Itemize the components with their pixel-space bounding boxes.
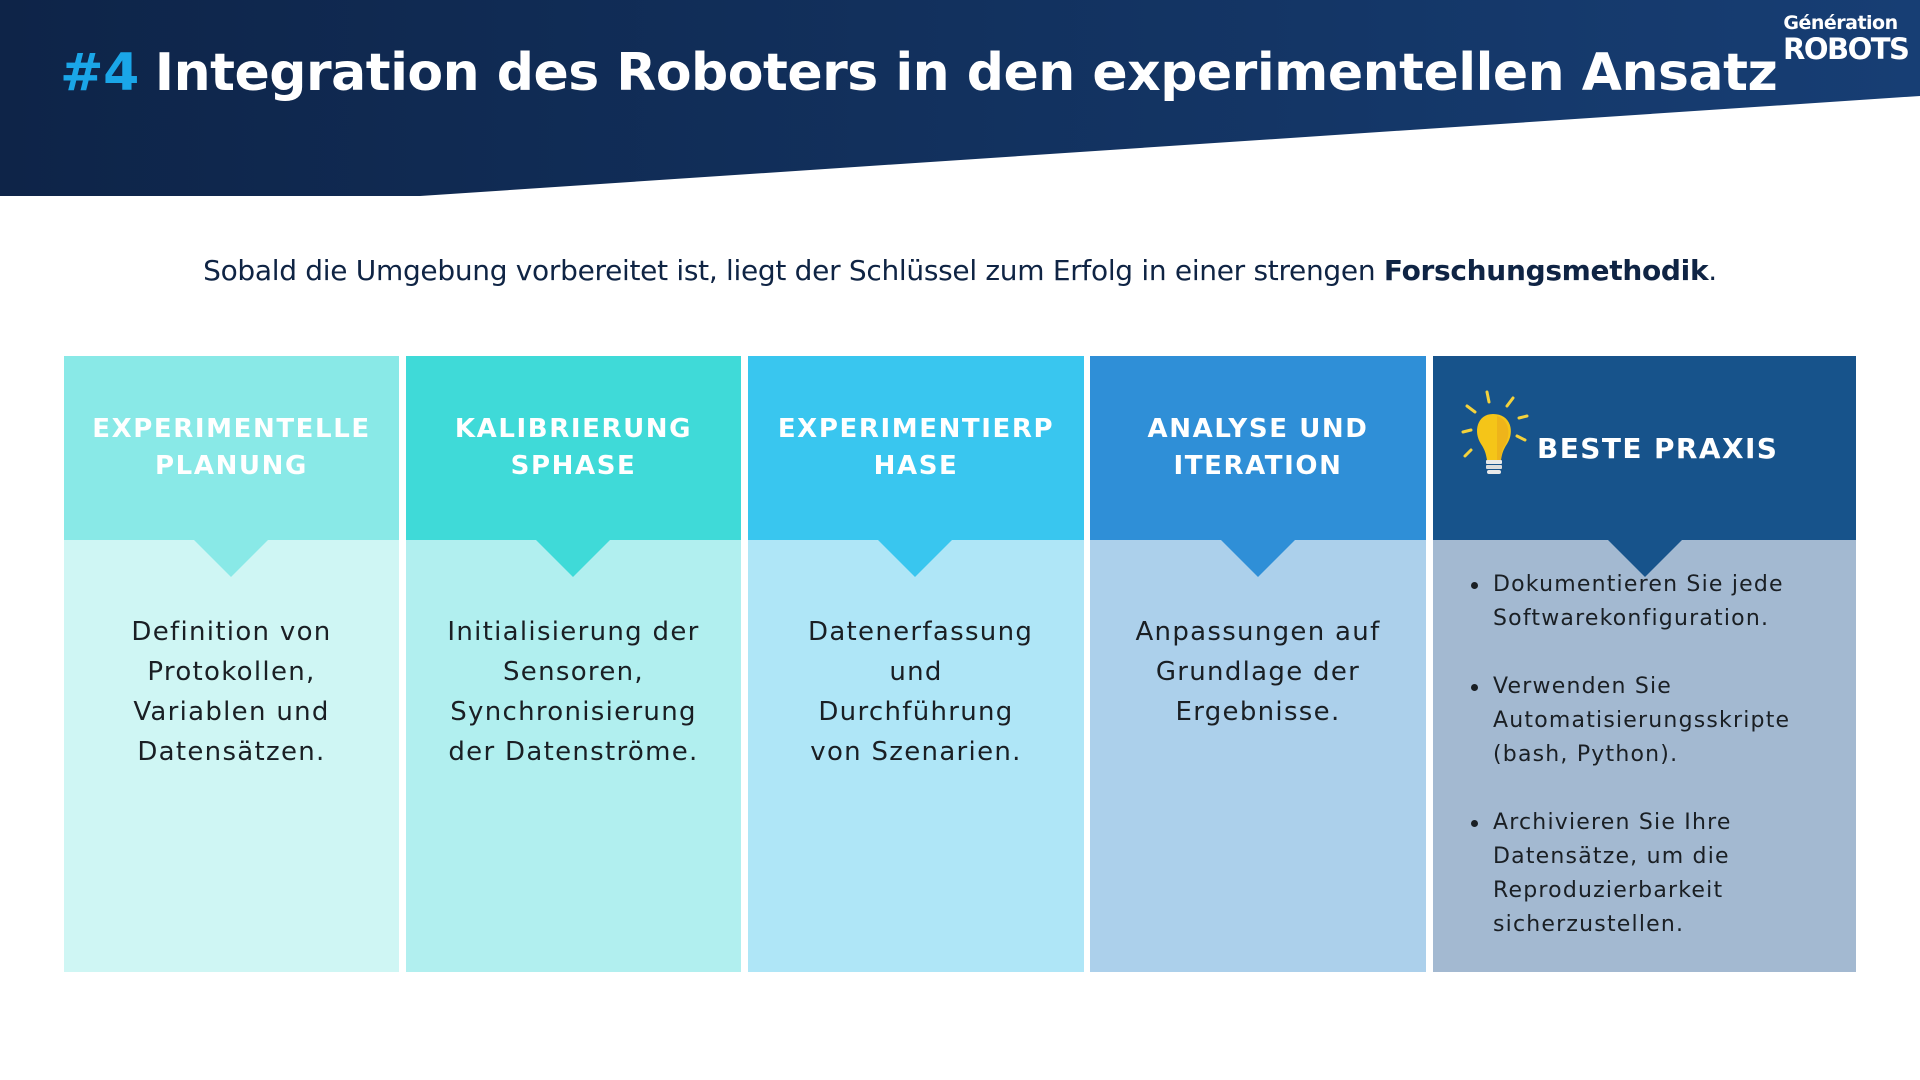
list-item-text: Dokumentieren Sie jede Softwarekonfigura…	[1493, 572, 1784, 631]
column-body	[748, 540, 1084, 972]
logo-line1: Génération	[1783, 12, 1898, 34]
list-item: Archivieren Sie Ihre Datensätze, um die …	[1467, 806, 1837, 942]
column-body	[64, 540, 399, 972]
column-body	[406, 540, 741, 972]
column-description: Definition von Protokollen, Variablen un…	[131, 617, 332, 767]
column-description: Initialisierung der Sensoren, Synchronis…	[447, 617, 700, 767]
column-best-practice: BESTE PRAXIS Dokumentieren Sie jede Soft…	[1433, 356, 1856, 972]
list-item-text: Archivieren Sie Ihre Datensätze, um die …	[1493, 810, 1732, 937]
generation-robots-logo: Génération ROBOTS	[1783, 12, 1910, 66]
title-text: Integration des Roboters in den experime…	[154, 43, 1778, 103]
bullet-icon	[1471, 684, 1478, 691]
column-description: Anpassungen auf Grundlage der Ergebnisse…	[1135, 617, 1381, 727]
column-description: Datenerfassung und Durchführung von Szen…	[808, 617, 1034, 767]
bullet-icon	[1471, 820, 1478, 827]
column-analysis-iteration: ANALYSE UND ITERATION Anpassungen auf Gr…	[1090, 356, 1426, 972]
logo-line2: ROBOTS	[1783, 32, 1910, 66]
column-body	[1090, 540, 1426, 972]
pointer-arrow-icon	[1608, 540, 1682, 577]
list-item: Verwenden Sie Automatisierungsskripte (b…	[1467, 670, 1837, 772]
column-body	[1433, 540, 1856, 972]
column-title: ANALYSE UND ITERATION	[1090, 356, 1426, 540]
column-title: EXPERIMENTELLE PLANUNG	[64, 356, 399, 540]
list-item-text: Verwenden Sie Automatisierungsskripte (b…	[1493, 674, 1791, 767]
intro-text: Sobald die Umgebung vorbereitet ist, lie…	[0, 254, 1920, 287]
column-experimental-planning: EXPERIMENTELLE PLANUNG Definition von Pr…	[64, 356, 399, 972]
column-title: KALIBRIERUNG SPHASE	[406, 356, 741, 540]
bullet-icon	[1471, 582, 1478, 589]
intro-text-main: Sobald die Umgebung vorbereitet ist, lie…	[203, 254, 1384, 287]
pointer-arrow-icon	[536, 540, 610, 577]
section-number: #4	[60, 43, 139, 103]
best-practice-list: Dokumentieren Sie jede Softwarekonfigura…	[1467, 568, 1837, 976]
lightbulb-icon	[1461, 390, 1529, 474]
pointer-arrow-icon	[1221, 540, 1295, 577]
column-experiment-phase: EXPERIMENTIERP HASE Datenerfassung und D…	[748, 356, 1084, 972]
list-item: Dokumentieren Sie jede Softwarekonfigura…	[1467, 568, 1837, 636]
process-columns: EXPERIMENTELLE PLANUNG Definition von Pr…	[64, 356, 1856, 972]
column-calibration-phase: KALIBRIERUNG SPHASE Initialisierung der …	[406, 356, 741, 972]
column-title: EXPERIMENTIERP HASE	[748, 356, 1084, 540]
intro-text-bold: Forschungsmethodik	[1383, 254, 1709, 287]
pointer-arrow-icon	[194, 540, 268, 577]
intro-text-end: .	[1708, 254, 1717, 287]
pointer-arrow-icon	[878, 540, 952, 577]
